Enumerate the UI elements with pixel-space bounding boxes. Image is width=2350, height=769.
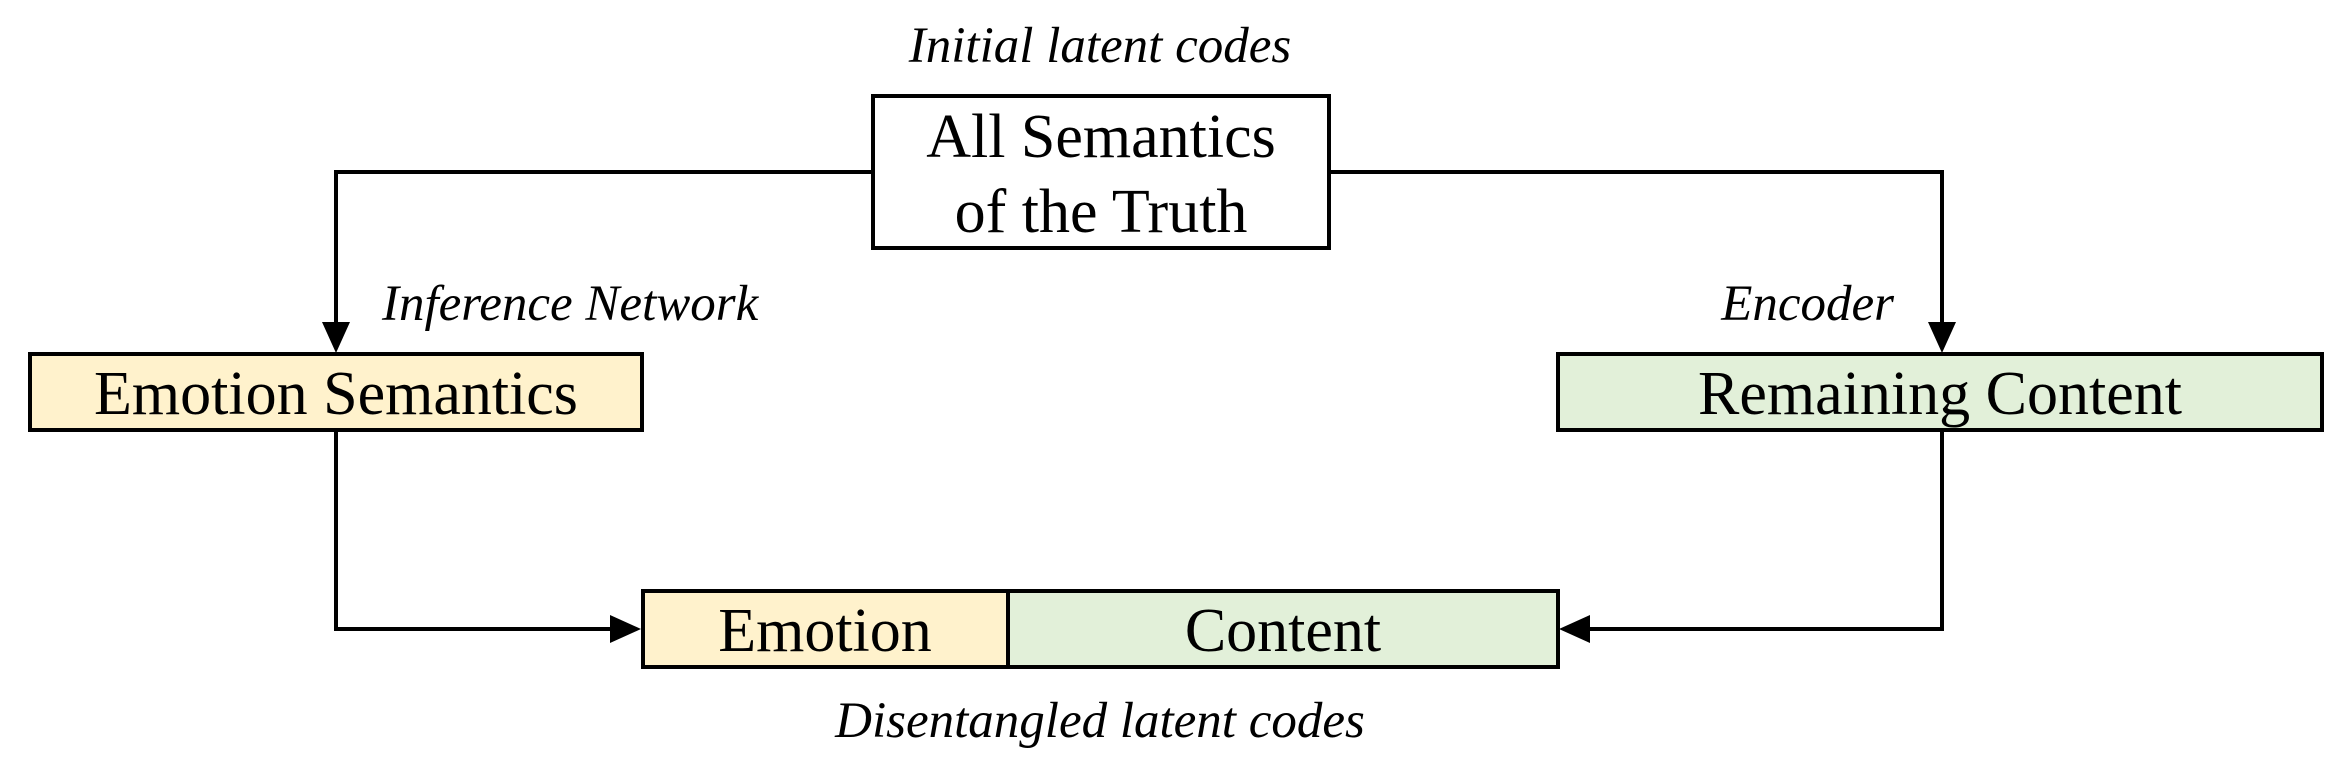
encoder-connector — [1329, 170, 1944, 332]
remaining-content-label: Remaining Content — [1698, 360, 2182, 428]
content-to-combined-connector — [1588, 430, 1944, 631]
inference-arrowhead — [322, 322, 350, 353]
emotion-to-combined-arrowhead — [610, 615, 641, 643]
content-to-combined-arrowhead — [1559, 615, 1590, 643]
encoder-arrowhead — [1928, 322, 1956, 353]
combined-emotion-label: Emotion — [718, 597, 932, 665]
all-semantics-line1: All Semantics — [926, 103, 1276, 171]
disentangled-latent-codes-label: Disentangled latent codes — [834, 693, 1365, 749]
emotion-to-combined-connector — [334, 430, 612, 631]
all-semantics-line2: of the Truth — [955, 178, 1248, 246]
initial-latent-codes-label: Initial latent codes — [908, 18, 1291, 74]
all-semantics-box — [871, 94, 1331, 250]
inference-network-label: Inference Network — [381, 276, 760, 332]
remaining-content-box — [1556, 352, 2324, 432]
combined-content-label: Content — [1185, 597, 1381, 665]
encoder-label: Encoder — [1720, 276, 1894, 332]
combined-content-cell — [1006, 589, 1560, 669]
emotion-semantics-box — [28, 352, 644, 432]
combined-emotion-cell — [641, 589, 1010, 669]
inference-connector — [334, 170, 873, 332]
emotion-semantics-label: Emotion Semantics — [94, 360, 578, 428]
